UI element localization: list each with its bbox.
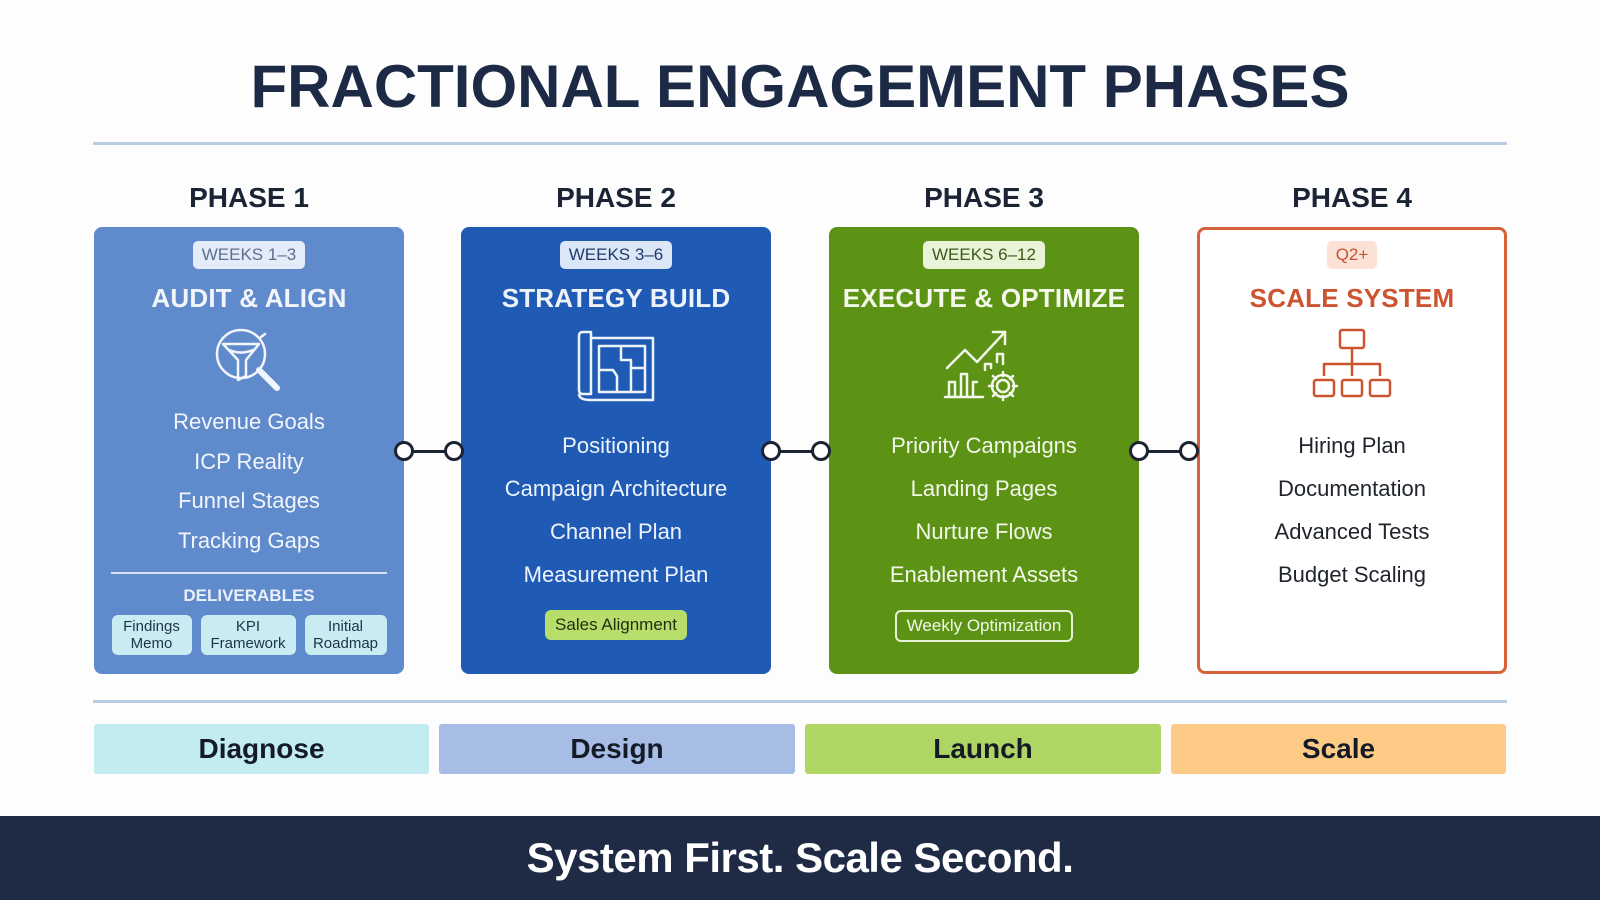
phase-2-item: Positioning (562, 433, 670, 458)
bottom-divider (93, 700, 1507, 703)
org-chart-icon (1312, 328, 1392, 398)
phase-1-item: Funnel Stages (178, 488, 320, 513)
phase-4-card: Q2+ SCALE SYSTEM Hiring Plan Documentati… (1197, 227, 1507, 674)
weekly-optimization-tag: Weekly Optimization (894, 610, 1074, 642)
phase-1-title: AUDIT & ALIGN (151, 283, 347, 313)
deliverable-line: Roadmap (312, 635, 379, 652)
deliverable-chip: Findings Memo (111, 615, 192, 655)
footer-tagline: System First. Scale Second. (526, 834, 1074, 881)
deliverable-chip: KPI Framework (200, 615, 296, 655)
phase-4-item: Hiring Plan (1298, 433, 1406, 458)
phase-2-item: Channel Plan (549, 519, 683, 544)
phase-1-item: ICP Reality (194, 448, 304, 474)
phase-3-label: PHASE 3 (924, 182, 1044, 213)
phase-3-item: Enablement Assets (889, 562, 1079, 587)
phase-4-item: Budget Scaling (1278, 562, 1426, 587)
phase-1-item: Revenue Goals (173, 409, 325, 434)
phase-1-card: WEEKS 1–3 AUDIT & ALIGN Revenue Goals IC… (94, 227, 404, 674)
phase-3-card: WEEKS 6–12 EXECUTE & OPTIMIZE Priority C… (829, 227, 1139, 674)
deliverables-divider (111, 572, 387, 574)
growth-chart-gear-icon (943, 330, 1019, 402)
phase-3-item: Priority Campaigns (891, 433, 1077, 458)
phase-2-item: Measurement Plan (523, 562, 709, 587)
phase-1-badge: WEEKS 1–3 (192, 241, 306, 269)
stage-launch: Launch (805, 724, 1161, 774)
phase-2-label: PHASE 2 (556, 182, 676, 213)
phase-4-item: Advanced Tests (1274, 519, 1430, 544)
deliverable-line: Memo (130, 635, 173, 652)
stage-design: Design (439, 724, 795, 774)
phase-2-card: WEEKS 3–6 STRATEGY BUILD Positioning Cam… (461, 227, 771, 674)
phase-1-label: PHASE 1 (189, 182, 309, 213)
deliverable-line: Initial (327, 618, 364, 635)
phase-connector (761, 440, 831, 462)
phase-1-item: Tracking Gaps (177, 527, 321, 553)
phase-4-item: Documentation (1278, 476, 1426, 501)
deliverables-label: DELIVERABLES (183, 586, 315, 605)
top-divider (93, 142, 1507, 145)
deliverable-chip: Initial Roadmap (304, 615, 387, 655)
blueprint-icon (577, 330, 655, 402)
deliverable-line: Findings (123, 618, 180, 635)
deliverable-line: KPI (235, 618, 261, 635)
stage-diagnose: Diagnose (94, 724, 429, 774)
phase-3-title: EXECUTE & OPTIMIZE (842, 283, 1126, 313)
phase-3-item: Nurture Flows (915, 519, 1053, 544)
deliverable-line: Framework (210, 635, 286, 652)
phase-2-title: STRATEGY BUILD (501, 283, 731, 313)
phase-4-title: SCALE SYSTEM (1249, 283, 1455, 313)
phase-2-badge: WEEKS 3–6 (559, 241, 673, 269)
sales-alignment-tag: Sales Alignment (545, 610, 687, 640)
phase-4-badge: Q2+ (1326, 241, 1378, 269)
phase-3-badge: WEEKS 6–12 (923, 241, 1045, 269)
phase-connector (394, 440, 464, 462)
phase-2-item: Campaign Architecture (504, 476, 728, 501)
phase-4-label: PHASE 4 (1292, 182, 1412, 213)
funnel-magnifier-icon (215, 328, 280, 391)
page-title: FRACTIONAL ENGAGEMENT PHASES (250, 53, 1350, 120)
phase-connector (1129, 440, 1199, 462)
stage-scale: Scale (1171, 724, 1506, 774)
footer-banner: System First. Scale Second. (0, 816, 1600, 900)
phase-3-item: Landing Pages (910, 476, 1058, 501)
